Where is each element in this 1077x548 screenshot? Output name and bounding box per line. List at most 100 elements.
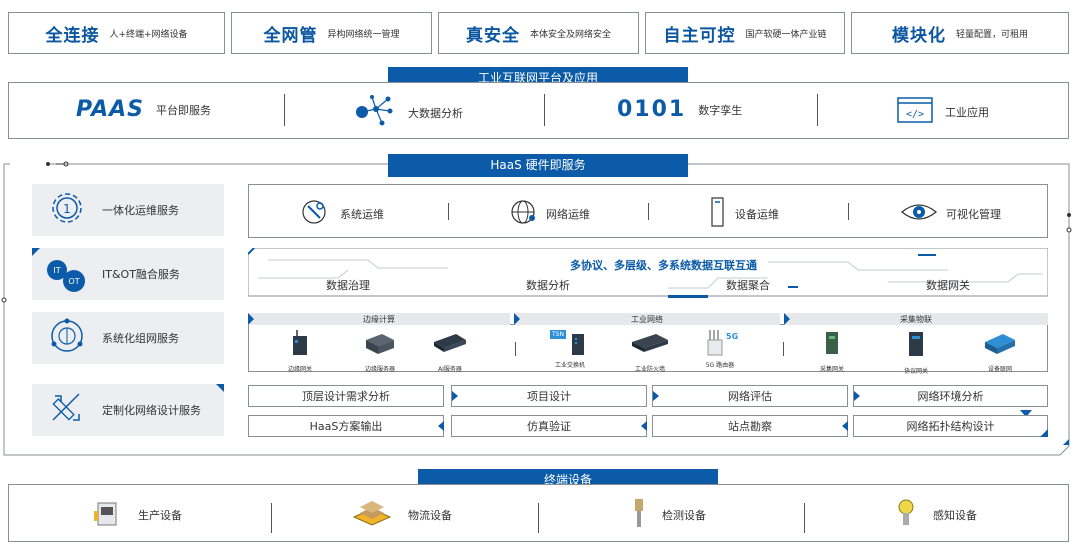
group-marker bbox=[248, 313, 254, 325]
sensor-probe-icon bbox=[630, 497, 648, 532]
design-cell: 顶层设计需求分析 bbox=[248, 385, 444, 407]
terminal-label: 检测设备 bbox=[662, 508, 706, 522]
wrench-gear-icon bbox=[298, 198, 332, 229]
terminal-label: 生产设备 bbox=[138, 508, 182, 522]
device-label: 采集网关 bbox=[819, 366, 844, 373]
service-label: 系统化组网服务 bbox=[102, 332, 179, 345]
feature-title: 真安全 bbox=[465, 25, 520, 46]
ops-item-network: 网络运维 bbox=[508, 198, 590, 229]
device-ai-server: AI服务器 bbox=[420, 330, 480, 373]
device-5g-router: 5G 5G 路由器 bbox=[690, 330, 750, 369]
platform-item-label: 大数据分析 bbox=[408, 106, 463, 120]
divider bbox=[538, 503, 539, 533]
collector-icon bbox=[821, 330, 843, 360]
feature-desc: 国产软硬一体产业链 bbox=[745, 29, 827, 40]
platform-item-label: 平台即服务 bbox=[156, 103, 212, 117]
feature-desc: 人+终端+网络设备 bbox=[109, 29, 188, 40]
design-cell: HaaS方案输出 bbox=[248, 415, 444, 437]
feature-box-autonomy: 自主可控 国产软硬一体产业链 bbox=[645, 12, 845, 54]
flow-arrow-left bbox=[641, 421, 647, 431]
divider bbox=[783, 342, 784, 356]
device-label: 协议网关 bbox=[903, 368, 928, 375]
ops-item-visual: 可视化管理 bbox=[900, 198, 1001, 229]
globe-icon bbox=[508, 198, 538, 229]
svg-text:1: 1 bbox=[63, 202, 71, 216]
flow-arrow-left bbox=[842, 421, 848, 431]
service-card-network: 系统化组网服务 bbox=[32, 312, 224, 364]
feature-desc: 轻量配置，可租用 bbox=[955, 29, 1028, 40]
feature-box-network-mgmt: 全网管 异构网络统一管理 bbox=[231, 12, 432, 54]
svg-text:</>: </> bbox=[906, 109, 924, 120]
divider bbox=[515, 342, 516, 356]
sensor-icon bbox=[893, 497, 919, 532]
merge-item: 数据聚合 bbox=[726, 279, 770, 292]
design-cell: 网络环境分析 bbox=[853, 385, 1048, 407]
divider bbox=[448, 203, 449, 220]
feature-title: 自主可控 bbox=[663, 25, 736, 46]
feature-desc: 本体安全及网络安全 bbox=[529, 29, 611, 40]
ops-item-device: 设备运维 bbox=[709, 196, 779, 231]
ops-label: 网络运维 bbox=[546, 207, 590, 221]
corner-mark bbox=[32, 248, 40, 256]
tsn-badge: TSN bbox=[550, 330, 566, 339]
service-label: IT&OT融合服务 bbox=[102, 268, 180, 281]
globe-network-icon bbox=[49, 318, 85, 358]
network-group-industrial: 工业网络 bbox=[514, 313, 780, 325]
design-cell: 项目设计 bbox=[451, 385, 647, 407]
platform-item-twin: 0101 数字孪生 bbox=[617, 97, 742, 122]
feature-box-full-connect: 全连接 人+终端+网络设备 bbox=[8, 12, 225, 54]
flow-arrow-left bbox=[438, 421, 444, 431]
service-card-design: 定制化网络设计服务 bbox=[32, 384, 224, 436]
terminal-item-inspection: 检测设备 bbox=[630, 497, 706, 532]
service-label: 一体化运维服务 bbox=[102, 204, 179, 217]
design-cell: 网络拓扑结构设计 bbox=[853, 415, 1048, 437]
device-firewall: 工业防火墙 bbox=[620, 330, 680, 373]
terminal-label: 感知设备 bbox=[933, 508, 977, 522]
device-edge-server: 边缘服务器 bbox=[350, 330, 410, 373]
device-label: 工业防火墙 bbox=[634, 366, 665, 373]
code-window-icon: </> bbox=[897, 97, 933, 126]
feature-box-security: 真安全 本体安全及网络安全 bbox=[438, 12, 639, 54]
feature-title: 全网管 bbox=[263, 25, 318, 46]
device-collect-gateway: 采集网关 bbox=[802, 330, 862, 373]
terminal-label: 物流设备 bbox=[408, 508, 452, 522]
feature-desc: 异构网络统一管理 bbox=[327, 29, 400, 40]
divider bbox=[284, 94, 285, 126]
binary-logo: 0101 bbox=[617, 97, 687, 122]
corner-mark bbox=[1040, 429, 1048, 437]
group-marker bbox=[784, 313, 790, 325]
device-label: 边缘网关 bbox=[287, 366, 312, 373]
gateway-icon bbox=[289, 330, 311, 360]
device-networking: 设备联网 bbox=[970, 330, 1030, 373]
feature-box-modular: 模块化 轻量配置，可租用 bbox=[851, 12, 1069, 54]
merge-item: 数据治理 bbox=[326, 279, 370, 292]
service-card-itot: IT OT IT&OT融合服务 bbox=[32, 248, 224, 300]
ai-server-icon bbox=[432, 330, 468, 360]
platform-item-paas: PAAS 平台即服务 bbox=[76, 97, 211, 122]
device-icon bbox=[709, 196, 727, 231]
ops-label: 系统运维 bbox=[340, 207, 384, 221]
merge-title: 多协议、多层级、多系统数据互联互通 bbox=[570, 259, 757, 272]
device-edge-gateway: 边缘网关 bbox=[270, 330, 330, 373]
platform-item-bigdata: 大数据分析 bbox=[352, 95, 463, 130]
platform-item-industrial-app: </> 工业应用 bbox=[897, 97, 989, 126]
design-cell: 仿真验证 bbox=[451, 415, 647, 437]
group-marker bbox=[514, 313, 520, 325]
production-machine-icon bbox=[92, 497, 124, 532]
design-cell: 网络评估 bbox=[652, 385, 848, 407]
design-cell: 站点勘察 bbox=[652, 415, 848, 437]
merge-item: 数据网关 bbox=[926, 279, 970, 292]
flow-arrow-right bbox=[653, 391, 659, 401]
gear-icon: 1 bbox=[50, 191, 84, 229]
tab-underline bbox=[388, 175, 688, 177]
switch-icon: TSN bbox=[550, 330, 590, 356]
service-card-ops: 1 一体化运维服务 bbox=[32, 184, 224, 236]
service-label: 定制化网络设计服务 bbox=[102, 404, 201, 417]
5g-badge: 5G bbox=[726, 332, 739, 341]
divider bbox=[648, 203, 649, 220]
terminal-item-production: 生产设备 bbox=[92, 497, 182, 532]
divider bbox=[848, 203, 849, 220]
router-icon: 5G bbox=[700, 330, 740, 356]
it-ot-icon: IT OT bbox=[43, 256, 91, 292]
terminal-item-logistics: 物流设备 bbox=[350, 497, 452, 532]
